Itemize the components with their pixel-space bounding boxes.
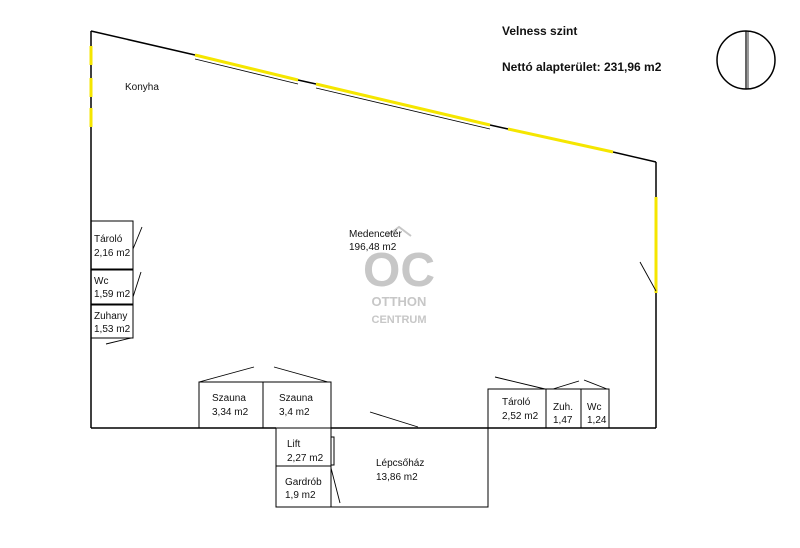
label-lepcsohaz-area: 13,86 m2 <box>376 472 418 483</box>
label-zuh-area: 1,47 <box>553 415 573 426</box>
window-frames <box>194 58 491 130</box>
label-medence-name: Medencetér <box>349 229 402 240</box>
saunas <box>198 381 332 429</box>
label-zuh-name: Zuh. <box>553 402 573 413</box>
label-szauna2-name: Szauna <box>279 393 313 404</box>
label-gardrob-name: Gardrób <box>285 477 322 488</box>
watermark-line2: CENTRUM <box>372 314 427 326</box>
label-zuhany-area: 1,53 m2 <box>94 324 131 335</box>
label-szauna1-name: Szauna <box>212 393 246 404</box>
plan-title: Velness szint <box>502 24 577 38</box>
label-tarolo-left-area: 2,16 m2 <box>94 248 131 259</box>
watermark: OC OTTHON CENTRUM <box>363 225 435 326</box>
label-lift-name: Lift <box>287 439 301 450</box>
label-tarolo-left-name: Tároló <box>94 234 123 245</box>
label-szauna1-area: 3,34 m2 <box>212 407 249 418</box>
door-swings <box>105 226 657 504</box>
net-area: Nettó alapterület: 231,96 m2 <box>502 60 662 74</box>
label-tarolo-right-name: Tároló <box>502 397 531 408</box>
lower-annex <box>275 427 489 508</box>
room-labels: Konyha Medencetér 196,48 m2 Tároló 2,16 … <box>94 82 607 501</box>
label-konyha-name: Konyha <box>125 82 159 93</box>
label-szauna2-area: 3,4 m2 <box>279 407 310 418</box>
north-compass-icon <box>716 30 776 90</box>
watermark-line1: OTTHON <box>372 294 427 309</box>
label-zuhany-name: Zuhany <box>94 311 127 322</box>
watermark-logo: OC <box>363 244 435 297</box>
label-tarolo-right-area: 2,52 m2 <box>502 411 539 422</box>
label-gardrob-area: 1,9 m2 <box>285 490 316 501</box>
house-roof-icon <box>386 225 412 237</box>
left-rooms <box>90 220 134 339</box>
label-medence-area: 196,48 m2 <box>349 242 397 253</box>
windows <box>89 46 658 293</box>
label-wc-right-name: Wc <box>587 402 601 413</box>
label-wc-left-name: Wc <box>94 276 108 287</box>
label-wc-right-area: 1,24 <box>587 415 607 426</box>
label-wc-left-area: 1,59 m2 <box>94 289 131 300</box>
right-rooms <box>487 388 610 429</box>
label-lift-area: 2,27 m2 <box>287 453 324 464</box>
label-lepcsohaz-name: Lépcsőház <box>376 458 424 469</box>
